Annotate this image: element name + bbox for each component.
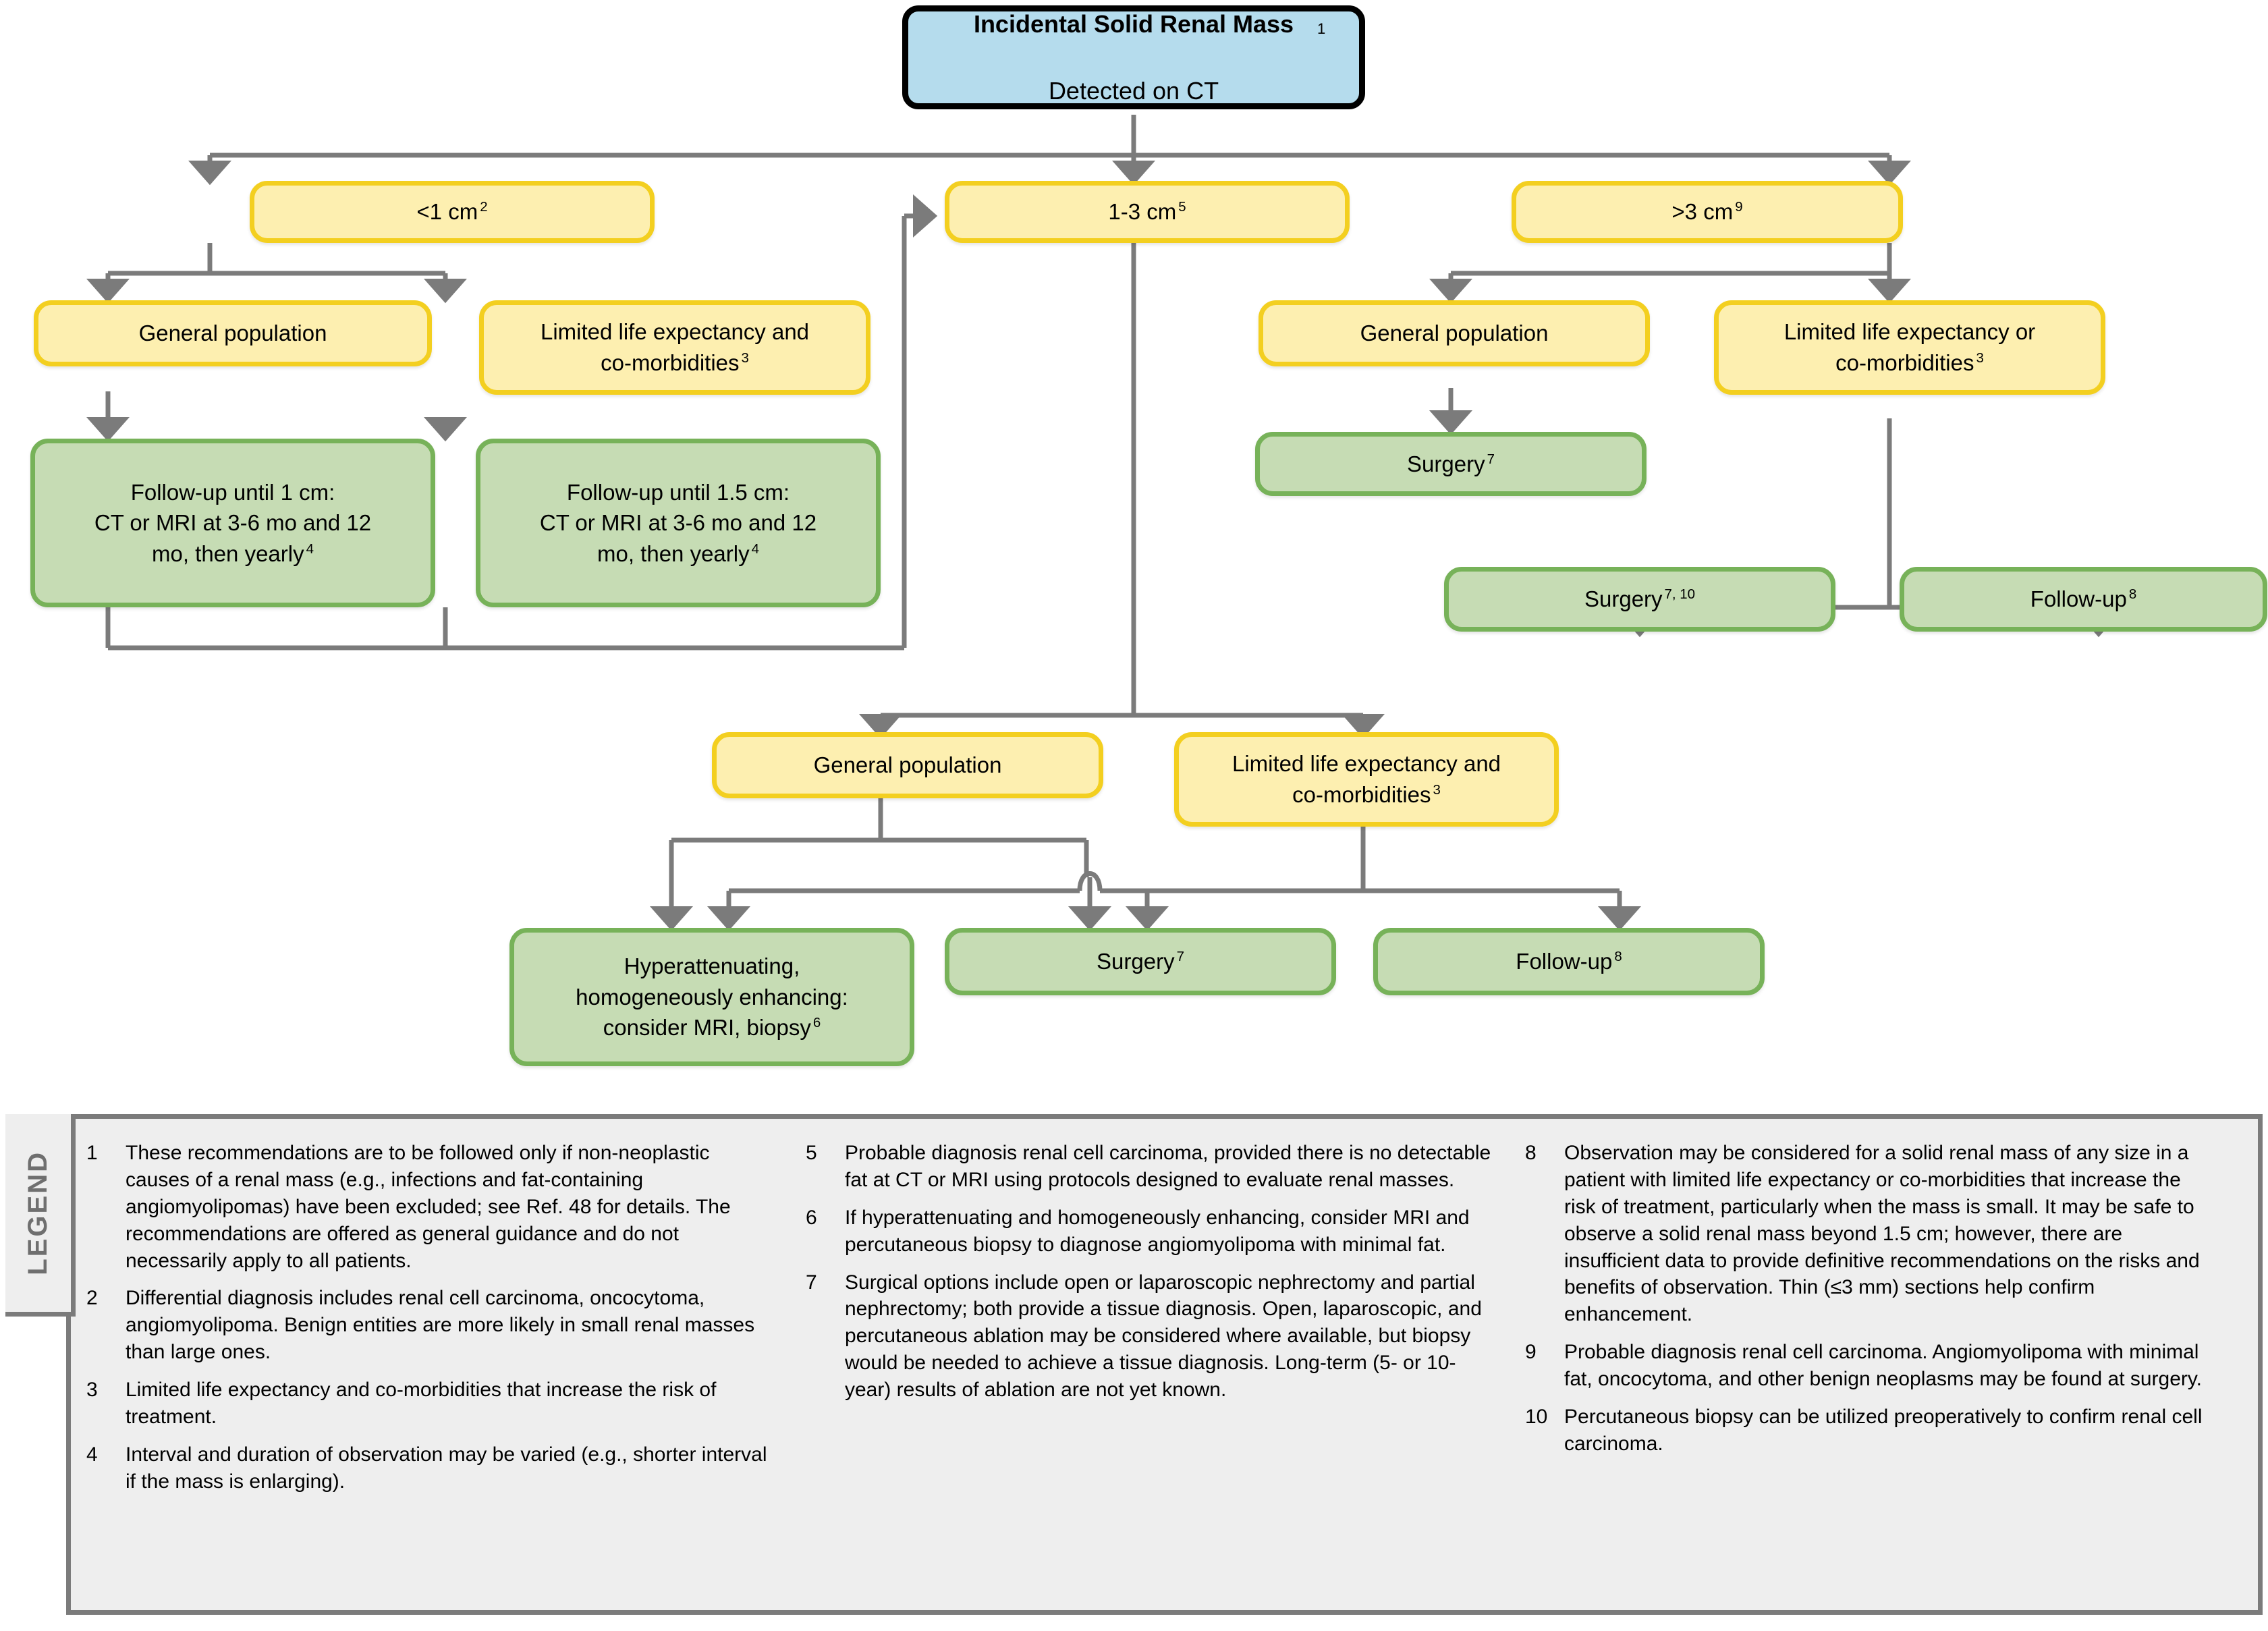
node-mid-hyperattenuating[interactable]: Hyperattenuating, homogeneously enhancin… — [509, 928, 914, 1066]
node-large-surgery-biopsy-note: 7, 10 — [1664, 586, 1696, 603]
node-mid-hyperattenuating-note: 6 — [812, 1015, 821, 1031]
legend-item-number: 7 — [806, 1271, 817, 1294]
node-size-mid-note: 5 — [1178, 199, 1186, 215]
legend-item: 10 Percutaneous biopsy can be utilized p… — [1525, 1404, 2213, 1458]
node-large-surgery-label: Surgery — [1407, 451, 1485, 476]
node-large-surgery-note: 7 — [1487, 451, 1495, 467]
legend-item-number: 1 — [86, 1142, 98, 1164]
node-large-limited-life[interactable]: Limited life expectancy or co-morbiditie… — [1714, 300, 2105, 395]
node-small-limited-life[interactable]: Limited life expectancy and co-morbiditi… — [479, 300, 870, 395]
node-small-limited-followup[interactable]: Follow-up until 1.5 cm: CT or MRI at 3-6… — [476, 439, 881, 607]
legend-item-text: Percutaneous biopsy can be utilized preo… — [1564, 1406, 2203, 1455]
node-large-surgery-biopsy-label: Surgery — [1584, 586, 1663, 612]
node-large-followup-label: Follow-up — [2030, 586, 2127, 612]
legend-item-number: 2 — [86, 1287, 98, 1310]
legend-item: 5 Probable diagnosis renal cell carcinom… — [806, 1140, 1494, 1194]
legend-item-number: 5 — [806, 1142, 817, 1164]
node-size-small-label: <1 cm — [416, 199, 478, 225]
node-large-general-population-label: General population — [1360, 321, 1549, 346]
node-mid-limited-life-note: 3 — [1433, 782, 1441, 798]
node-size-large-note: 9 — [1735, 199, 1743, 215]
node-mid-surgery-note: 7 — [1176, 949, 1184, 965]
node-small-limited-life-label: Limited life expectancy and co-morbiditi… — [540, 319, 810, 375]
legend-columns: 1 These recommendations are to be follow… — [86, 1140, 2246, 1506]
node-large-limited-life-note: 3 — [1976, 350, 1984, 366]
legend-tab: LEGEND — [5, 1114, 76, 1317]
legend-item: 1 These recommendations are to be follow… — [86, 1140, 775, 1274]
legend-item: 7 Surgical options include open or lapar… — [806, 1269, 1494, 1404]
legend-item: 4 Interval and duration of observation m… — [86, 1441, 775, 1495]
root-subtitle: Detected on CT — [1048, 76, 1219, 105]
legend-item-number: 6 — [806, 1206, 817, 1229]
root-note-marker: 1 — [1317, 20, 1326, 37]
legend-item: 3 Limited life expectancy and co-morbidi… — [86, 1377, 775, 1431]
node-mid-surgery-label: Surgery — [1097, 949, 1175, 974]
legend-item: 2 Differential diagnosis includes renal … — [86, 1285, 775, 1366]
node-mid-followup-label: Follow-up — [1516, 949, 1613, 974]
legend-item: 9 Probable diagnosis renal cell carcinom… — [1525, 1339, 2213, 1393]
legend-item-number: 8 — [1525, 1142, 1537, 1164]
node-small-general-population-label: General population — [138, 321, 327, 346]
legend-item-number: 4 — [86, 1443, 98, 1466]
legend-item-text: Observation may be considered for a soli… — [1564, 1142, 2200, 1326]
node-root[interactable]: Incidental Solid Renal Mass Detected on … — [902, 5, 1365, 109]
node-size-mid-label: 1-3 cm — [1108, 199, 1177, 225]
legend-item-text: Probable diagnosis renal cell carcinoma.… — [1564, 1341, 2202, 1391]
legend-item-text: Probable diagnosis renal cell carcinoma,… — [845, 1142, 1491, 1191]
legend-item: 6 If hyperattenuating and homogeneously … — [806, 1205, 1494, 1259]
legend-item-text: Surgical options include open or laparos… — [845, 1271, 1482, 1402]
node-small-limited-followup-label: Follow-up until 1.5 cm: CT or MRI at 3-6… — [539, 479, 817, 566]
node-mid-limited-life-label: Limited life expectancy and co-morbiditi… — [1232, 751, 1501, 807]
node-small-general-followup-label: Follow-up until 1 cm: CT or MRI at 3-6 m… — [94, 479, 372, 566]
node-mid-limited-life[interactable]: Limited life expectancy and co-morbiditi… — [1174, 732, 1559, 827]
legend-item-text: If hyperattenuating and homogeneously en… — [845, 1206, 1470, 1256]
legend-item-number: 9 — [1525, 1341, 1537, 1364]
node-large-followup-note: 8 — [2128, 586, 2137, 603]
node-small-general-population[interactable]: General population — [34, 300, 432, 366]
node-small-general-followup[interactable]: Follow-up until 1 cm: CT or MRI at 3-6 m… — [30, 439, 435, 607]
node-size-small-note: 2 — [480, 199, 488, 215]
legend-item-text: Limited life expectancy and co-morbiditi… — [126, 1379, 717, 1429]
legend-item-text: Differential diagnosis includes renal ce… — [126, 1287, 755, 1364]
node-mid-general-population-label: General population — [813, 752, 1002, 778]
legend-item-text: These recommendations are to be followed… — [126, 1142, 731, 1272]
node-mid-hyperattenuating-label: Hyperattenuating, homogeneously enhancin… — [576, 953, 848, 1041]
legend-notch — [5, 1317, 71, 1615]
node-large-general-population[interactable]: General population — [1259, 300, 1650, 366]
legend-column-1: 1 These recommendations are to be follow… — [86, 1140, 775, 1506]
node-mid-general-population[interactable]: General population — [712, 732, 1103, 798]
legend: LEGEND 1 These recommendations are to be… — [5, 1114, 2263, 1615]
node-small-general-followup-note: 4 — [306, 541, 314, 557]
legend-item-number: 10 — [1525, 1406, 1548, 1429]
node-size-large-label: >3 cm — [1671, 199, 1734, 225]
legend-item-text: Interval and duration of observation may… — [126, 1443, 767, 1493]
legend-box — [5, 1114, 2263, 1615]
legend-column-3: 8 Observation may be considered for a so… — [1525, 1140, 2213, 1506]
node-mid-followup-note: 8 — [1614, 949, 1622, 965]
legend-column-2: 5 Probable diagnosis renal cell carcinom… — [806, 1140, 1494, 1506]
node-small-limited-followup-note: 4 — [751, 541, 759, 557]
node-large-limited-life-label: Limited life expectancy or co-morbiditie… — [1783, 319, 2036, 375]
legend-item: 8 Observation may be considered for a so… — [1525, 1140, 2213, 1328]
legend-item-number: 3 — [86, 1379, 98, 1402]
legend-label: LEGEND — [23, 1151, 53, 1275]
root-title: Incidental Solid Renal Mass — [973, 9, 1294, 38]
node-small-limited-life-note: 3 — [741, 350, 749, 366]
